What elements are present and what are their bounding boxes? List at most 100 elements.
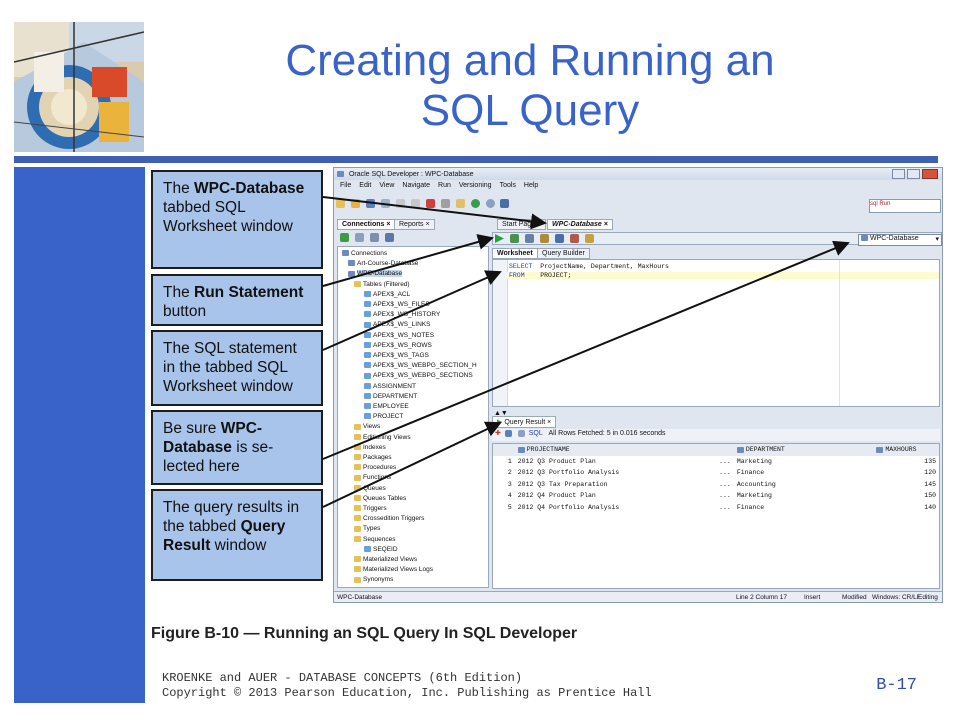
tree-item-label: APEX$_WS_WEBPG_SECTION_H xyxy=(373,362,477,370)
menu-item-view[interactable]: View xyxy=(379,182,395,189)
tree-item[interactable]: Editioning Views xyxy=(354,434,411,442)
tree-item[interactable]: ASSIGNMENT xyxy=(364,383,416,391)
cut-icon[interactable] xyxy=(425,199,435,208)
tree-item[interactable]: Sequences xyxy=(354,536,396,544)
tree-item[interactable]: APEX$_ACL xyxy=(364,291,410,299)
tree-item[interactable]: Triggers xyxy=(354,505,387,513)
paste-icon[interactable] xyxy=(455,199,465,208)
copy-icon[interactable] xyxy=(440,199,450,208)
result-header-row: PROJECTNAME DEPARTMENT MAXHOURS xyxy=(493,444,939,456)
refresh-results-icon[interactable] xyxy=(517,430,525,437)
tree-item[interactable]: APEX$_WS_LINKS xyxy=(364,321,430,329)
tree-item[interactable]: Indexes xyxy=(354,444,386,452)
project-name: 2012 Q4 Portfolio Analysis xyxy=(517,503,620,511)
forward-icon[interactable] xyxy=(485,199,495,208)
tab-reports[interactable]: Reports × xyxy=(394,219,435,230)
sql-line-1: SELECT ProjectName, Department, MaxHours xyxy=(509,263,669,270)
clear-icon[interactable] xyxy=(584,234,594,243)
folder-icon xyxy=(354,433,361,440)
tree-item[interactable]: APEX$_WS_HISTORY xyxy=(364,311,440,319)
maximize-icon[interactable] xyxy=(907,169,921,179)
tree-item[interactable]: Procedures xyxy=(354,464,396,472)
database-icon xyxy=(348,270,355,277)
splitter-handle[interactable]: ▲▼ xyxy=(494,410,508,417)
tree-item[interactable]: APEX$_WS_FILES xyxy=(364,301,430,309)
refresh-icon[interactable] xyxy=(354,233,364,242)
add-connection-icon[interactable] xyxy=(340,233,349,242)
tree-item[interactable]: Packages xyxy=(354,454,392,462)
tree-item[interactable]: APEX$_WS_TAGS xyxy=(364,352,429,360)
autotrace-icon[interactable] xyxy=(524,234,534,243)
tree-item[interactable]: Views xyxy=(354,423,380,431)
tree-item[interactable]: APEX$_WS_WEBPG_SECTION_H xyxy=(364,362,477,370)
menu-item-run[interactable]: Run xyxy=(438,182,451,189)
table-icon xyxy=(364,311,371,318)
tree-item[interactable]: Materialized Views xyxy=(354,556,417,564)
tree-item[interactable]: Functions xyxy=(354,474,391,482)
connection-select[interactable]: WPC-Database ▾ xyxy=(858,234,942,246)
sql-editor[interactable]: SELECT ProjectName, Department, MaxHours… xyxy=(492,259,940,407)
tree-item[interactable]: Synonyms xyxy=(354,576,393,584)
back-icon[interactable] xyxy=(470,199,480,208)
callout-text: The xyxy=(163,284,195,301)
run-statement-button[interactable] xyxy=(495,234,504,243)
run-script-icon[interactable] xyxy=(509,234,519,243)
tree-item-label: WPC-Database xyxy=(357,270,403,278)
filter-icon[interactable] xyxy=(369,233,379,242)
tree-item[interactable]: Connections xyxy=(342,250,387,258)
rollback-icon[interactable] xyxy=(569,234,579,243)
tree-item[interactable]: APEX$_WS_ROWS xyxy=(364,342,432,350)
tree-item-label: Editioning Views xyxy=(363,433,411,441)
export-icon[interactable] xyxy=(504,430,512,437)
new-icon[interactable] xyxy=(336,199,345,208)
tree-item-label: APEX$_WS_ROWS xyxy=(373,341,432,349)
tree-item[interactable]: APEX$_WS_WEBPG_SECTIONS xyxy=(364,372,473,380)
tree-item[interactable]: Crossedition Triggers xyxy=(354,515,424,523)
sql-link[interactable]: SQL xyxy=(528,430,543,437)
tree-item[interactable]: Queues Tables xyxy=(354,495,406,503)
menu-item-help[interactable]: Help xyxy=(523,182,539,189)
commit-icon[interactable] xyxy=(554,234,564,243)
open-icon[interactable] xyxy=(350,199,360,208)
tree-item-label: APEX$_WS_LINKS xyxy=(373,321,431,329)
column-header[interactable]: DEPARTMENT xyxy=(734,444,874,456)
tree-item[interactable]: WPC-Database xyxy=(348,270,403,278)
sql-worksheet-icon[interactable] xyxy=(500,199,510,208)
menu-item-tools[interactable]: Tools xyxy=(499,182,516,189)
tab-wpc-database[interactable]: WPC-Database × xyxy=(547,219,613,230)
close-icon[interactable] xyxy=(922,169,938,179)
column-header[interactable]: PROJECTNAME xyxy=(515,444,734,456)
tree-item[interactable]: Art-Course-Database xyxy=(348,260,418,268)
tree-item[interactable]: APEX$_WS_NOTES xyxy=(364,332,434,340)
tree-item[interactable]: DEPARTMENT xyxy=(364,393,417,401)
title-divider xyxy=(14,156,938,163)
undo-icon[interactable] xyxy=(395,199,405,208)
menu-item-edit[interactable]: Edit xyxy=(359,182,372,189)
search-input[interactable]: sql Run xyxy=(869,199,941,213)
tree-item[interactable]: SEQEID xyxy=(364,546,398,554)
tree-item[interactable]: Tables (Filtered) xyxy=(354,281,410,289)
tree-item[interactable]: Queues xyxy=(354,485,386,493)
menu-item-versioning[interactable]: Versioning xyxy=(458,182,492,189)
menu-item-file[interactable]: File xyxy=(340,182,352,189)
explain-plan-icon[interactable] xyxy=(539,234,549,243)
tree-item[interactable]: PROJECT xyxy=(364,413,403,421)
department-cell: Finance xyxy=(736,469,765,477)
menu-item-navigate[interactable]: Navigate xyxy=(402,182,431,189)
tab-query-builder[interactable]: Query Builder xyxy=(537,248,590,259)
redo-icon[interactable] xyxy=(410,199,420,208)
tree-item[interactable]: Materialized Views Logs xyxy=(354,566,433,574)
column-header[interactable]: MAXHOURS xyxy=(873,444,939,456)
schema-browser-icon[interactable] xyxy=(384,233,394,242)
slide-title-line-1: Creating and Running an xyxy=(285,36,775,85)
tree-item[interactable]: EMPLOYEE xyxy=(364,403,409,411)
tree-item[interactable]: Types xyxy=(354,525,380,533)
project-name-cell: 2012 Q3 Portfolio Analysis... xyxy=(515,467,734,479)
minimize-icon[interactable] xyxy=(892,169,906,179)
